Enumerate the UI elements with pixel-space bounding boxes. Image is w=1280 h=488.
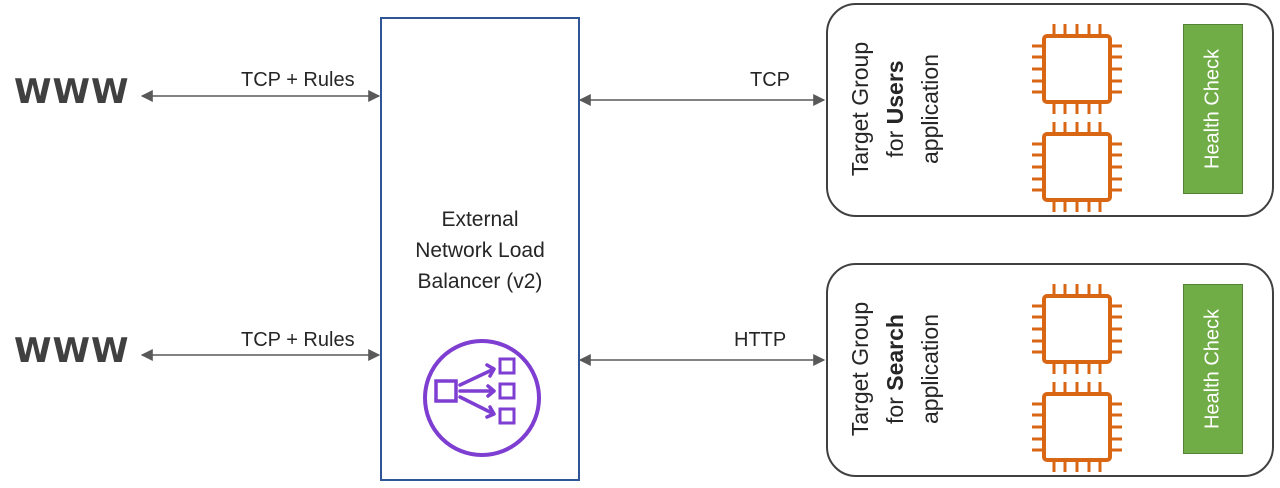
target-group-search-label: Target Group for Search application — [843, 269, 947, 469]
health-check-users: Health Check — [1183, 24, 1243, 194]
target-group-search-line1: Target Group — [847, 301, 873, 437]
connection-label-client-top: TCP + Rules — [241, 69, 355, 91]
ec2-instance-icon — [1032, 24, 1122, 114]
health-check-search-label: Health Check — [1201, 308, 1224, 430]
target-group-users-line1: Target Group — [847, 41, 873, 177]
target-group-search-name: Search — [882, 314, 908, 391]
load-balancer-title-line2: Network Load — [415, 239, 545, 262]
target-group-search-line3: application — [917, 314, 943, 424]
target-group-users-line2: for Users — [878, 9, 913, 209]
load-balancer-title-line3: Balancer (v2) — [417, 270, 543, 293]
load-balancer-title: External Network Load Balancer (v2) — [382, 204, 578, 297]
connection-label-search: HTTP — [734, 329, 787, 351]
ec2-instance-icon — [1032, 122, 1122, 212]
target-group-users-name: Users — [882, 60, 908, 125]
health-check-search: Health Check — [1183, 284, 1243, 454]
target-group-users-label: Target Group for Users application — [843, 9, 947, 209]
ec2-instance-icon — [1032, 382, 1122, 472]
target-group-search-line2: for Search — [878, 269, 913, 469]
health-check-users-label: Health Check — [1201, 48, 1224, 170]
network-load-balancer-icon — [423, 339, 541, 457]
target-group-users-line3: application — [917, 54, 943, 164]
load-balancer-title-line1: External — [441, 208, 519, 231]
www-client-bottom: WWW — [14, 331, 130, 371]
connection-label-users: TCP — [750, 69, 790, 91]
ec2-instance-icon — [1032, 284, 1122, 374]
target-group-users-for: for — [882, 124, 908, 158]
load-balancer-box — [380, 17, 580, 481]
target-group-search-for: for — [882, 390, 908, 424]
connection-label-client-bottom: TCP + Rules — [241, 329, 355, 351]
www-client-top: WWW — [14, 72, 130, 112]
